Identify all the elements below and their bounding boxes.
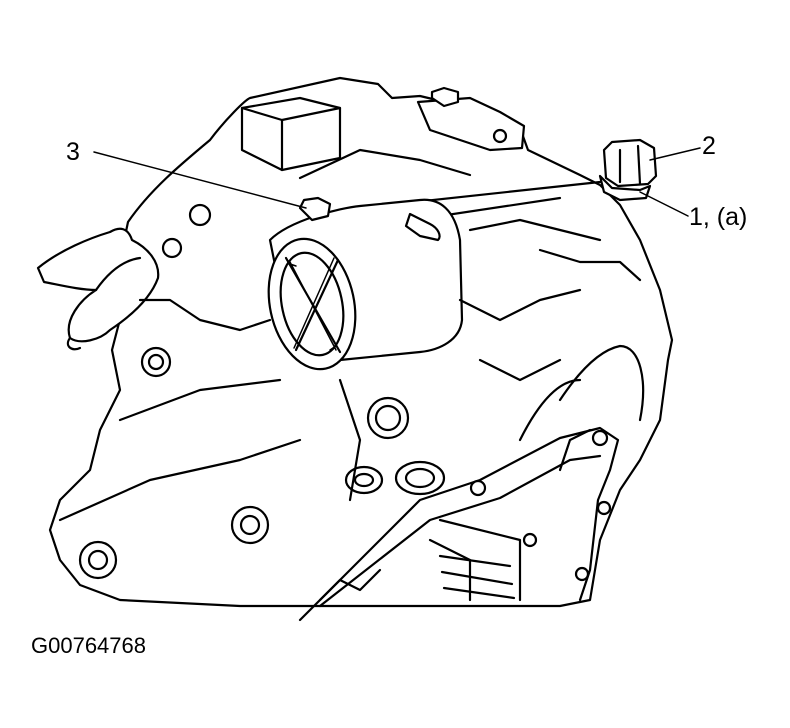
- mounting-flange: [298, 426, 620, 622]
- top-bolt: [430, 86, 460, 108]
- boss-hole-left-1: [188, 203, 212, 227]
- bolt-3: [298, 196, 332, 222]
- hand-outline: [36, 227, 160, 343]
- figure-id: G00764768: [31, 633, 146, 658]
- boss-hole-lower-2: [230, 505, 270, 545]
- boss-hole-left-2: [140, 346, 172, 378]
- callout-3: 3: [66, 138, 80, 166]
- leader-1: [639, 191, 689, 217]
- dowel-pin: [404, 212, 441, 242]
- leader-2: [649, 147, 701, 161]
- callout-1a: 1, (a): [689, 203, 748, 231]
- boss-hole-lower-1: [78, 540, 118, 580]
- callout-2: 2: [702, 132, 716, 160]
- port-oval-2: [394, 460, 446, 496]
- gasket-1: [598, 174, 652, 202]
- leader-3: [93, 151, 307, 209]
- boss-hole-center: [366, 396, 410, 440]
- filler-plug-2: [602, 138, 658, 188]
